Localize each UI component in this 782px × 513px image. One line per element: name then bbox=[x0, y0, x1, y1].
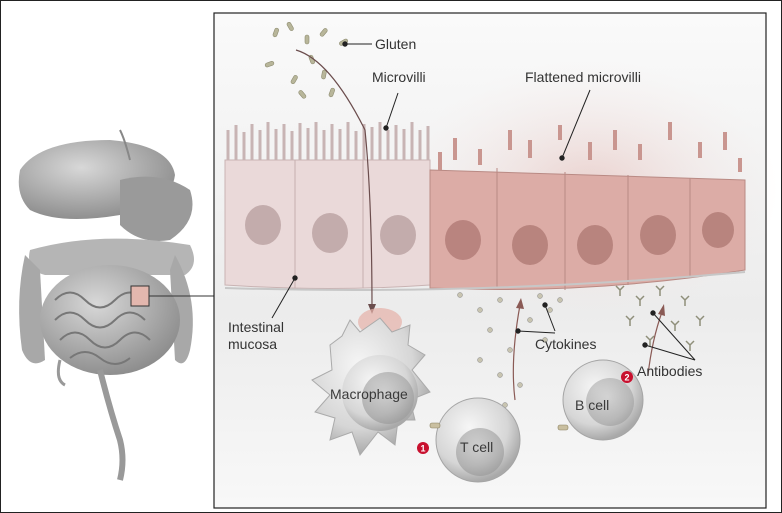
label-b-cell: B cell bbox=[575, 397, 609, 413]
antibody-particles bbox=[615, 285, 705, 351]
step-badge-2: 2 bbox=[621, 371, 633, 383]
label-cytokines: Cytokines bbox=[535, 336, 596, 352]
label-intestinal-mucosa-line2: mucosa bbox=[228, 336, 277, 352]
label-antibodies: Antibodies bbox=[637, 363, 702, 379]
cytokine-arrowhead bbox=[516, 298, 524, 309]
gluten-path-arrow bbox=[295, 49, 373, 311]
healthy-epithelial-cells bbox=[224, 122, 431, 289]
flattened-microvilli-border bbox=[438, 122, 742, 172]
step-badge-2-number: 2 bbox=[624, 373, 629, 383]
cytokine-release-arrow bbox=[512, 304, 521, 401]
leader-lines bbox=[271, 41, 696, 361]
cell-synapses bbox=[429, 422, 569, 431]
label-flattened-microvilli: Flattened microvilli bbox=[525, 69, 641, 85]
microvilli-brush-border bbox=[226, 122, 430, 160]
label-gluten: Gluten bbox=[375, 36, 416, 52]
antibody-release-arrow bbox=[647, 311, 663, 376]
digestive-system-illustration bbox=[18, 129, 214, 481]
label-macrophage: Macrophage bbox=[330, 386, 408, 402]
step-badge-1: 1 bbox=[417, 442, 429, 454]
label-t-cell: T cell bbox=[460, 439, 493, 455]
step-badge-1-number: 1 bbox=[420, 444, 425, 454]
label-microvilli: Microvilli bbox=[372, 69, 426, 85]
label-intestinal-mucosa-line1: Intestinal bbox=[228, 319, 284, 335]
gluten-particles bbox=[264, 21, 349, 99]
inflamed-epithelial-cells bbox=[429, 122, 746, 291]
zoom-region-marker bbox=[130, 285, 150, 307]
t-cell bbox=[435, 397, 521, 483]
antibody-arrowhead bbox=[658, 304, 665, 316]
basement-membrane bbox=[224, 271, 746, 291]
macrophage-cell bbox=[311, 308, 431, 457]
